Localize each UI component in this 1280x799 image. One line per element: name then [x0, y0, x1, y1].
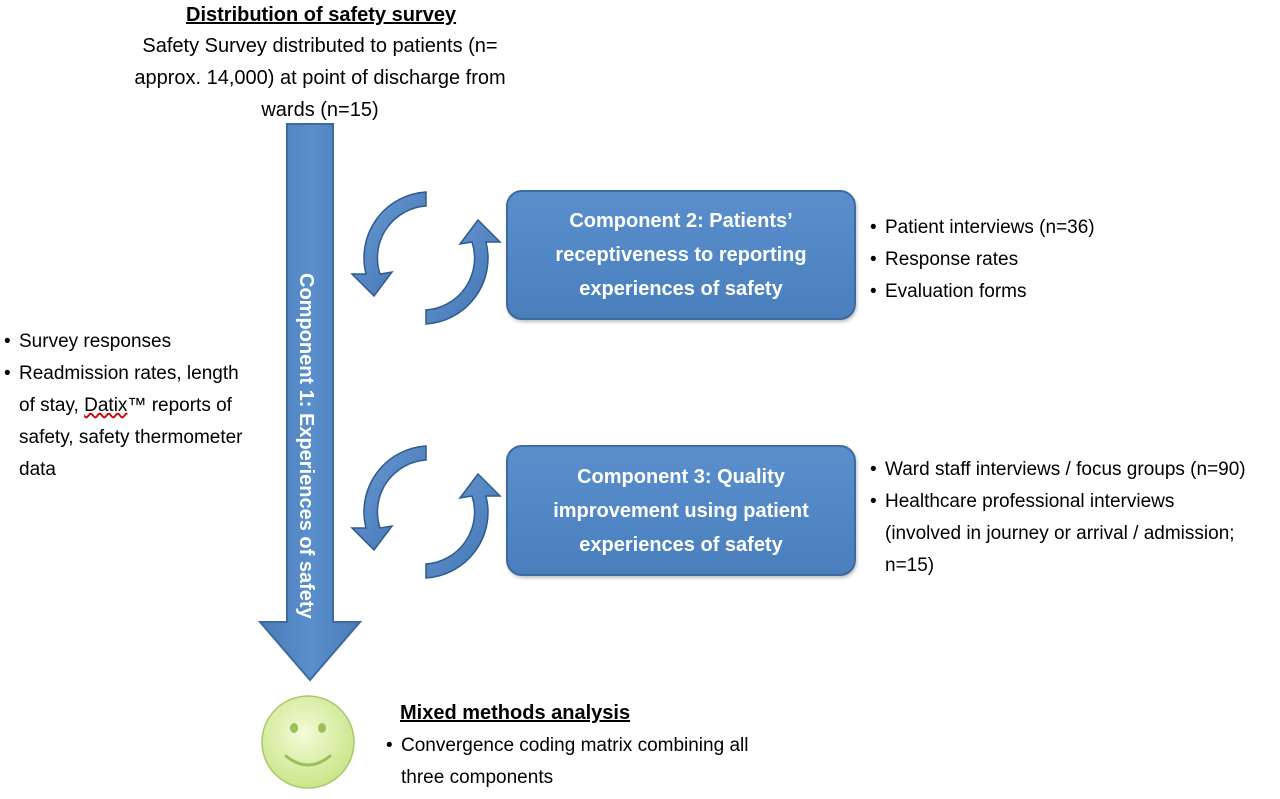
- component3-title-line: improvement using patient: [553, 499, 809, 522]
- list-item: Ward staff interviews / focus groups (n=…: [870, 454, 1275, 486]
- list-item: Response rates: [870, 244, 1270, 276]
- circular-arrows-icon: [350, 445, 502, 579]
- component2-outputs: Patient interviews (n=36) Response rates…: [870, 212, 1270, 308]
- component3-title-line: Component 3: Quality: [577, 465, 785, 488]
- survey-line: approx. 14,000) at point of discharge fr…: [134, 67, 506, 89]
- component2-box: Component 2: Patients’ receptiveness to …: [506, 190, 856, 320]
- component1-label: Component 1: Experiences of safety: [295, 273, 317, 619]
- analysis-items: Convergence coding matrix combining all …: [386, 730, 806, 794]
- component2-title-line: Component 2: Patients’: [569, 210, 793, 232]
- component3-outputs: Ward staff interviews / focus groups (n=…: [870, 454, 1275, 582]
- analysis-heading: Mixed methods analysis: [400, 702, 631, 724]
- list-item: Convergence coding matrix combining all …: [386, 730, 806, 794]
- list-item: Readmission rates, length of stay, Datix…: [4, 358, 274, 486]
- survey-line: Safety Survey distributed to patients (n…: [142, 35, 498, 57]
- component2-title-line: receptiveness to reporting: [555, 244, 807, 266]
- component1-outputs: Survey responses Readmission rates, leng…: [4, 326, 274, 486]
- list-item: Patient interviews (n=36): [870, 212, 1270, 244]
- component3-title-line: experiences of safety: [579, 533, 783, 556]
- list-item: Survey responses: [4, 326, 274, 358]
- circular-arrows-icon: [350, 191, 502, 325]
- survey-heading: Distribution of safety survey: [186, 4, 457, 26]
- component2-title-line: experiences of safety: [579, 278, 783, 300]
- survey-description: Safety Survey distributed to patients (n…: [100, 30, 540, 126]
- list-item: Healthcare professional interviews (invo…: [870, 486, 1275, 582]
- list-item: Evaluation forms: [870, 276, 1270, 308]
- smiley-face-icon: [261, 695, 355, 789]
- survey-line: wards (n=15): [261, 99, 379, 121]
- component3-box: Component 3: Quality improvement using p…: [506, 445, 856, 576]
- spellcheck-word: Datix: [84, 395, 128, 416]
